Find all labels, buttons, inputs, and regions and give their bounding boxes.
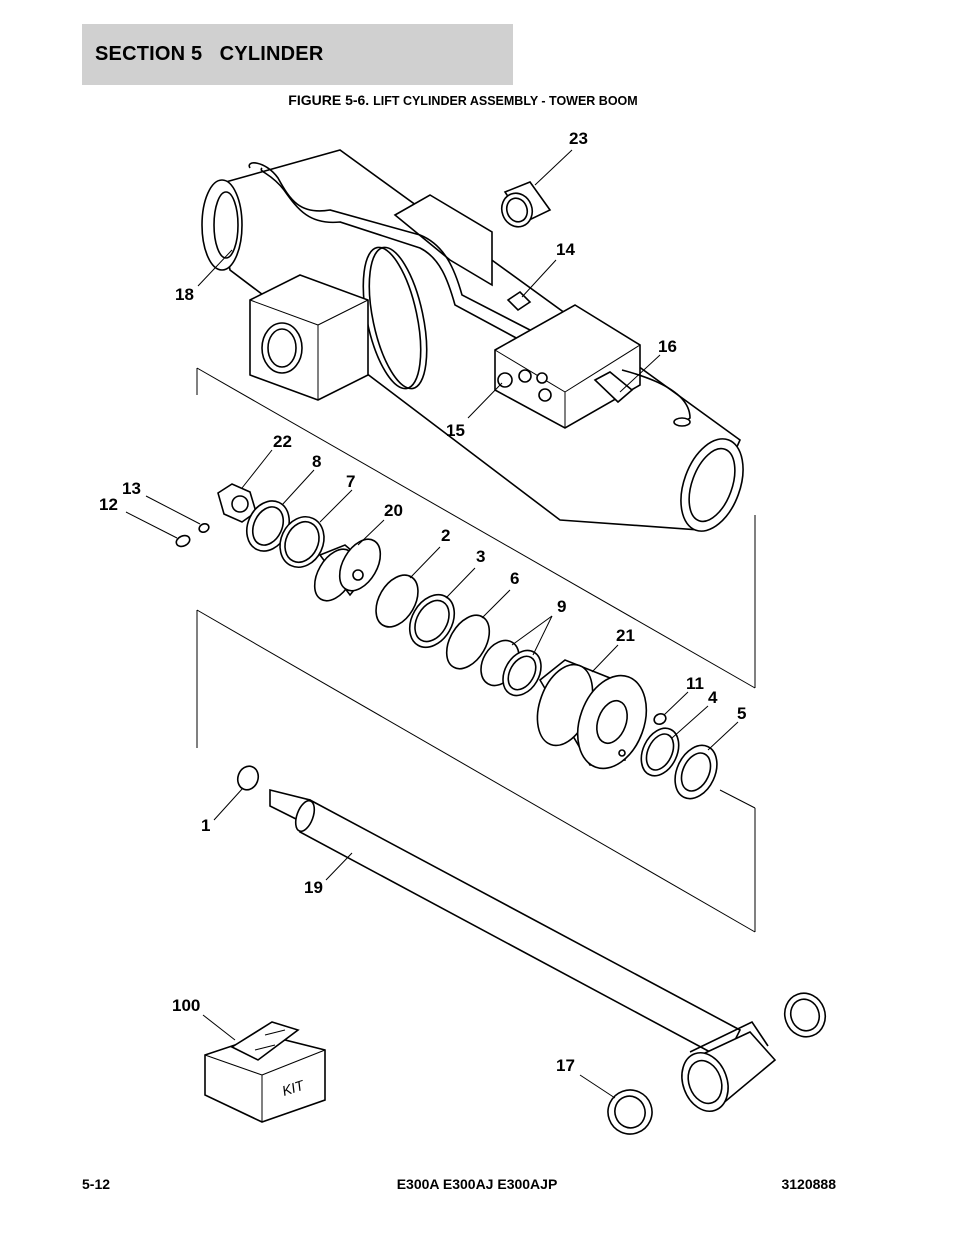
leader-lines <box>125 149 739 1099</box>
cylinder-barrel <box>201 149 744 532</box>
figure-title: LIFT CYLINDER ASSEMBLY - TOWER BOOM <box>373 94 638 108</box>
callout-17: 17 <box>556 1056 575 1075</box>
figure-caption: FIGURE 5-6. LIFT CYLINDER ASSEMBLY - TOW… <box>0 92 926 108</box>
model-numbers: E300A E300AJ E300AJP <box>396 1176 558 1192</box>
callout-23: 23 <box>569 129 588 148</box>
figure-number: FIGURE 5-6. <box>288 92 370 108</box>
kit-label: KIT <box>280 1076 307 1098</box>
piston-rod-19 <box>269 788 777 1112</box>
bushing-23 <box>500 181 552 228</box>
callout-19: 19 <box>304 878 323 897</box>
section-header: SECTION 5 CYLINDER <box>82 24 513 85</box>
callout-9: 9 <box>557 597 566 616</box>
callout-7: 7 <box>346 472 355 491</box>
callout-12: 12 <box>99 495 118 514</box>
callout-13: 13 <box>122 479 141 498</box>
callout-16: 16 <box>658 337 677 356</box>
callout-5: 5 <box>737 704 746 723</box>
callouts: 23 14 18 16 15 22 8 7 13 12 20 2 3 6 9 2… <box>99 129 746 1075</box>
callout-14: 14 <box>556 240 575 259</box>
callout-18: 18 <box>175 285 194 304</box>
callout-1: 1 <box>201 816 210 835</box>
section-title: SECTION 5 CYLINDER <box>95 43 324 65</box>
callout-11: 11 <box>686 674 704 693</box>
callout-8: 8 <box>312 452 321 471</box>
callout-3: 3 <box>476 547 485 566</box>
callout-6: 6 <box>510 569 519 588</box>
nut-22 <box>217 483 257 523</box>
callout-15: 15 <box>446 421 465 440</box>
callout-4: 4 <box>708 688 718 707</box>
callout-100: 100 <box>172 996 200 1015</box>
callout-22: 22 <box>273 432 292 451</box>
callout-2: 2 <box>441 526 450 545</box>
cylinder-head-21 <box>536 659 648 770</box>
callout-21: 21 <box>616 626 635 645</box>
page-number: 5-12 <box>82 1176 111 1192</box>
document-number: 3120888 <box>781 1176 836 1192</box>
piston-20 <box>313 538 382 602</box>
callout-20: 20 <box>384 501 403 520</box>
kit-box: KIT <box>204 1021 326 1123</box>
